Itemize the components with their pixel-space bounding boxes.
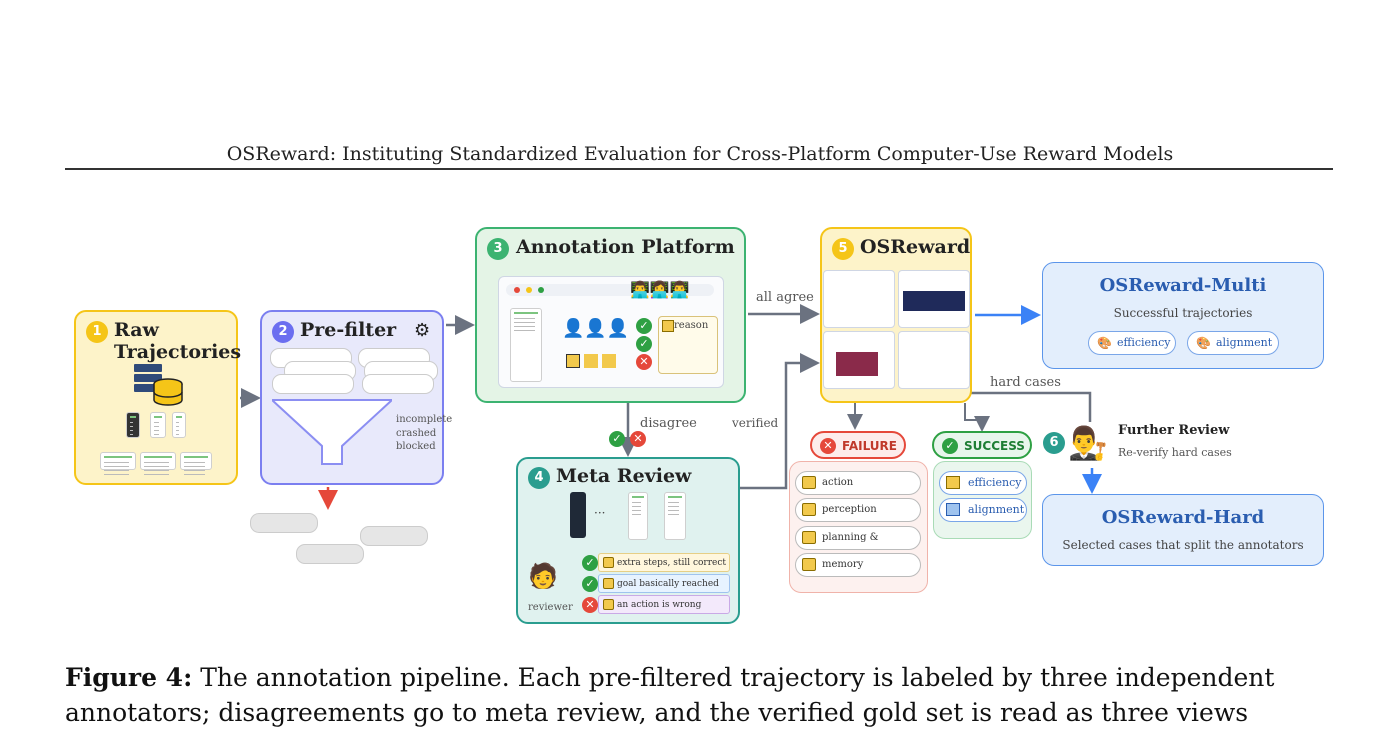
trajectory-thumbnail bbox=[100, 452, 136, 470]
filtered-out-trajectory bbox=[360, 526, 428, 546]
trajectory-thumbnail bbox=[150, 412, 166, 438]
failure-memory: memory bbox=[795, 553, 921, 577]
stage-number-2: 2 bbox=[272, 321, 294, 343]
annotators-icon: 👨‍💻👩‍💻👨‍💻 bbox=[630, 280, 690, 299]
raw-title-line1: Raw bbox=[114, 319, 159, 341]
multi-chip-efficiency: 🎨efficiency bbox=[1088, 331, 1176, 355]
trajectory-thumbnail bbox=[172, 412, 186, 438]
disagree-label: disagree bbox=[640, 416, 697, 431]
stage-number-3: 3 bbox=[487, 238, 509, 260]
filtered-out-trajectory bbox=[250, 513, 318, 533]
cross-icon: ✕ bbox=[636, 354, 652, 370]
further-review-subtitle: Re-verify hard cases bbox=[1118, 446, 1232, 459]
judge-icon: 👨‍⚖️ bbox=[1068, 424, 1108, 462]
further-review-title: Further Review bbox=[1118, 423, 1230, 438]
success-efficiency: efficiency bbox=[939, 471, 1027, 495]
android-screenshot bbox=[898, 331, 970, 389]
check-icon: ✓ bbox=[582, 576, 598, 592]
multi-title: OSReward-Multi bbox=[1099, 275, 1267, 296]
hard-title: OSReward-Hard bbox=[1101, 507, 1265, 528]
hard-cases-label: hard cases bbox=[990, 375, 1061, 390]
ubuntu-screenshot bbox=[823, 331, 895, 389]
chrome-platform-card bbox=[362, 374, 434, 394]
verdict-action-wrong: an action is wrong bbox=[598, 595, 730, 614]
database-icon bbox=[134, 364, 183, 406]
raw-title-line2: Trajectories bbox=[114, 341, 242, 363]
reviewer-icon: 🧑 bbox=[528, 562, 558, 590]
gears-icon: ⚙ bbox=[414, 320, 431, 341]
trajectory-thumbnail bbox=[628, 492, 648, 540]
failure-action: action bbox=[795, 471, 921, 495]
trajectory-thumbnail bbox=[140, 452, 176, 470]
filtered-out-trajectory bbox=[296, 544, 364, 564]
cross-icon: ✕ bbox=[630, 431, 646, 447]
windows-screenshot bbox=[898, 270, 970, 328]
hard-subtitle: Selected cases that split the annotators bbox=[1062, 538, 1304, 552]
funnel-icon bbox=[272, 399, 392, 465]
chrome-screenshot bbox=[823, 270, 895, 328]
failure-badge: ✕FAILURE bbox=[810, 431, 906, 459]
verified-label: verified bbox=[732, 416, 779, 430]
trajectory-thumbnail bbox=[180, 452, 212, 470]
reviewer-label: reviewer bbox=[528, 602, 573, 613]
ellipsis: ··· bbox=[594, 506, 606, 520]
window-controls-icon bbox=[514, 287, 520, 293]
osreward-title: OSReward bbox=[860, 236, 971, 258]
stage-number-5: 5 bbox=[832, 238, 854, 260]
note-icon bbox=[662, 320, 674, 332]
verdict-extra-steps: extra steps, still correct bbox=[598, 553, 730, 572]
trajectory-thumbnail bbox=[664, 492, 686, 540]
check-icon: ✓ bbox=[636, 318, 652, 334]
reason-label: reason bbox=[674, 320, 709, 331]
prefilter-title: Pre-filter bbox=[300, 319, 397, 341]
multi-chip-alignment: 🎨alignment bbox=[1187, 331, 1279, 355]
annotation-title: Annotation Platform bbox=[516, 236, 735, 258]
votes-icon bbox=[566, 354, 580, 368]
multi-subtitle: Successful trajectories bbox=[1113, 306, 1253, 320]
caption-label: Figure 4: bbox=[65, 663, 193, 692]
stage-number-1: 1 bbox=[86, 321, 108, 343]
filter-crashed: crashed bbox=[396, 428, 437, 439]
stage-number-6: 6 bbox=[1043, 432, 1065, 454]
filter-blocked: blocked bbox=[396, 441, 436, 452]
header-rule bbox=[65, 168, 1333, 170]
caption-text: The annotation pipeline. Each pre-filter… bbox=[65, 663, 1275, 727]
osreward-hard-view bbox=[1042, 494, 1324, 566]
figure-caption: Figure 4: The annotation pipeline. Each … bbox=[65, 660, 1345, 730]
success-badge: ✓SUCCESS bbox=[932, 431, 1032, 459]
browser-bar bbox=[506, 284, 714, 296]
success-alignment: alignment bbox=[939, 498, 1027, 522]
stage-number-4: 4 bbox=[528, 467, 550, 489]
three-annotators-icon: 👤👤👤 bbox=[562, 318, 630, 339]
phone-thumbnail bbox=[570, 492, 586, 538]
check-icon: ✓ bbox=[636, 336, 652, 352]
check-icon: ✓ bbox=[609, 431, 625, 447]
osreward-multi-view bbox=[1042, 262, 1324, 369]
cross-icon: ✕ bbox=[582, 597, 598, 613]
all-agree-label: all agree bbox=[756, 290, 814, 305]
windows-platform-card bbox=[272, 374, 354, 394]
phone-thumbnail bbox=[126, 412, 140, 438]
filter-incomplete: incomplete bbox=[396, 414, 453, 425]
running-title: OSReward: Instituting Standardized Evalu… bbox=[226, 143, 1174, 165]
verdict-goal-reached: goal basically reached bbox=[598, 574, 730, 593]
failure-planning-reasoning: planning & reasoning bbox=[795, 526, 921, 565]
trajectory-thumbnail bbox=[510, 308, 542, 382]
failure-perception: perception bbox=[795, 498, 921, 522]
meta-title: Meta Review bbox=[556, 465, 692, 487]
check-icon: ✓ bbox=[582, 555, 598, 571]
